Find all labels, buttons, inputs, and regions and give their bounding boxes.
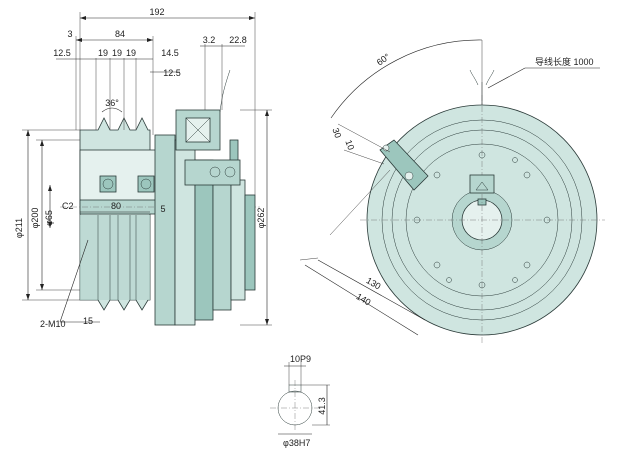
dim-5: 5 <box>160 204 165 214</box>
dim-192: 192 <box>149 7 164 17</box>
dim-19-b: 19 <box>112 48 122 58</box>
bolt-holes <box>413 151 551 289</box>
clutch-disc-6 <box>244 194 256 291</box>
dim-3-2: 3.2 <box>203 35 216 45</box>
dim-key-width: 10P9 <box>290 354 311 364</box>
dim-84: 84 <box>115 29 125 39</box>
dim-phi-65: φ65 <box>44 210 54 226</box>
dim-12-5-right: 12.5 <box>163 68 181 78</box>
dim-phi-211: φ211 <box>14 218 24 238</box>
lead-length-label: 导线长度 1000 <box>535 56 594 67</box>
dim-phi-200: φ200 <box>30 208 40 229</box>
dim-phi-262: φ262 <box>256 208 266 229</box>
dim-3: 3 <box>67 29 72 39</box>
brush-arm <box>379 139 429 191</box>
pulley-groove-band <box>80 215 150 300</box>
dim-22-8: 22.8 <box>229 35 247 45</box>
dim-c2: C2 <box>62 201 74 211</box>
dim-key-height: 41.3 <box>317 397 327 415</box>
clutch-disc-4 <box>212 169 232 311</box>
dim-10: 10 <box>343 139 356 152</box>
angle-60: 60° <box>375 51 392 67</box>
clutch-disc-5 <box>230 179 246 301</box>
dim-14-5: 14.5 <box>161 48 179 58</box>
dim-19-c: 19 <box>126 48 136 58</box>
dim-15: 15 <box>83 316 93 326</box>
key-detail: 10P9 41.3 φ38H7 <box>270 354 330 448</box>
bearing-right <box>137 175 155 193</box>
front-terminal-block <box>469 174 495 194</box>
dim-36-deg: 36° <box>105 98 119 108</box>
dim-30: 30 <box>330 127 343 140</box>
clutch-disc-1 <box>154 134 176 326</box>
dim-19-a: 19 <box>98 48 108 58</box>
dim-shaft-dia: φ38H7 <box>283 438 310 448</box>
bearing-left <box>99 175 117 193</box>
dim-12-5-left: 12.5 <box>53 48 71 58</box>
brush-block <box>184 159 241 186</box>
dim-130: 130 <box>364 275 382 291</box>
front-view: 导线长度 1000 60° 30 10 130 140 <box>299 39 605 345</box>
side-view: 192 84 3 12.5 19 19 19 14.5 12.5 3.2 22.… <box>14 7 272 329</box>
dim-2-m10: 2-M10 <box>40 319 66 329</box>
lead-wire <box>219 69 231 113</box>
dim-80: 80 <box>111 201 121 211</box>
